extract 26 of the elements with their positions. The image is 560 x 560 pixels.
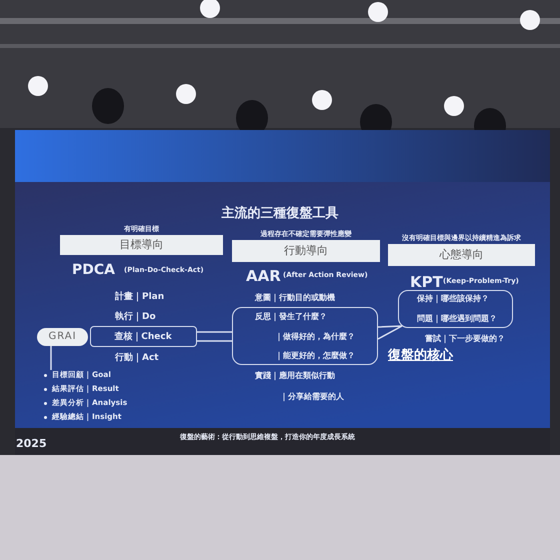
connector-line	[378, 325, 403, 340]
label-text: 計畫｜Plan	[115, 290, 164, 303]
label-text: ｜分享給需要的人	[280, 391, 344, 402]
item-text: 保持｜哪些該保持？	[417, 293, 489, 304]
label-text: 嘗試｜下一步要做的？	[425, 333, 505, 344]
connector-line	[196, 331, 233, 342]
label-text: PDCA	[72, 262, 115, 278]
label-text: 行動｜Act	[115, 352, 159, 364]
item-text: 反思｜發生了什麼？	[255, 311, 327, 322]
label-text: AAR	[246, 267, 281, 285]
label-text: 執行｜Do	[115, 310, 156, 323]
group-box	[398, 290, 513, 328]
category-box: 心態導向	[388, 244, 535, 266]
category-box: 目標導向	[60, 235, 223, 255]
connector-line	[50, 346, 52, 370]
label-text: KPT	[410, 273, 443, 291]
item-text: ｜能更好的，怎麼做？	[275, 350, 355, 361]
underlined-heading: 復盤的核心	[388, 346, 453, 364]
year-text: 2025	[16, 437, 47, 450]
step-box: 查核｜Check	[90, 326, 197, 347]
group-box	[232, 307, 378, 365]
category-box: 行動導向	[232, 240, 380, 262]
slide-title: 主流的三種復盤工具	[220, 204, 340, 222]
method-pill: GRAI	[37, 328, 88, 346]
item-text: ｜做得好的，為什麼？	[275, 331, 355, 342]
item-text: 問題｜哪些遇到問題？	[417, 313, 497, 324]
